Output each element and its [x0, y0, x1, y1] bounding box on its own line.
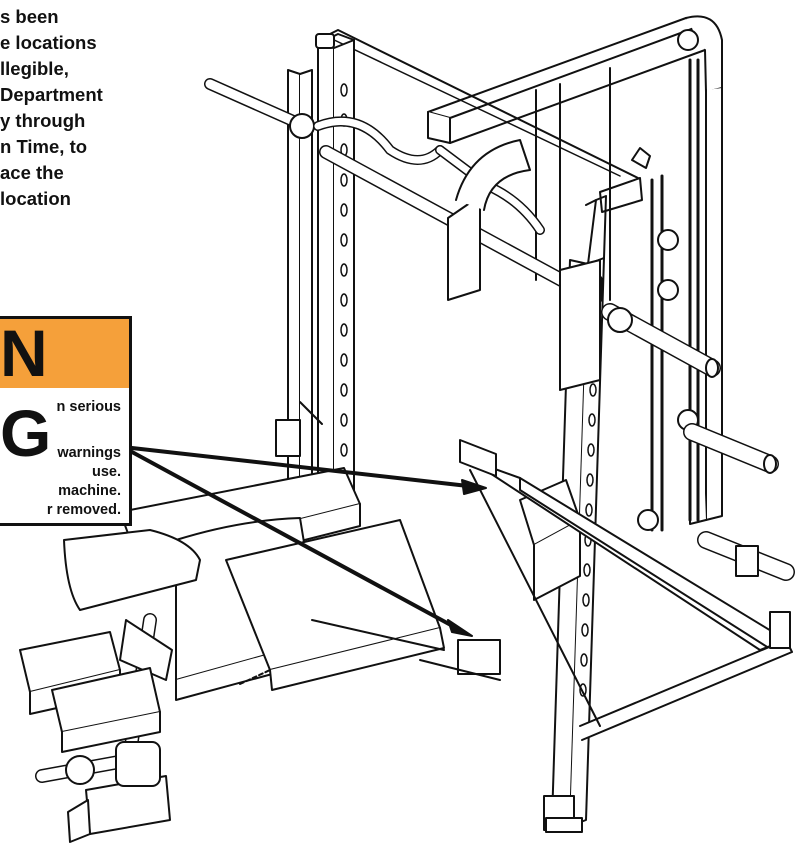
weight-bench: [19, 467, 501, 843]
intro-line-8: location: [0, 188, 71, 209]
left-rear-upright: [275, 69, 323, 485]
upper-bar: [204, 78, 545, 235]
intro-line-6: n Time, to: [0, 136, 88, 157]
warning-leader-lines: [130, 446, 487, 637]
warning-line-1: n serious: [56, 399, 121, 415]
intro-line-2: e locations: [0, 32, 97, 53]
intro-text: s been e locations llegible, Department …: [0, 4, 200, 212]
warning-label: N G n serious warnings use. machine. r r…: [0, 316, 132, 526]
back-pad: [447, 139, 601, 391]
intro-line-7: ace the: [0, 162, 64, 183]
base-frame: [457, 439, 793, 833]
intro-line-5: y through: [0, 110, 86, 131]
warning-line-4: machine.: [58, 483, 121, 499]
smith-bar: [319, 145, 721, 378]
left-upright: [315, 33, 355, 525]
intro-line-4: Department: [0, 84, 103, 105]
warning-heading: N G: [0, 316, 54, 470]
warning-line-5: r removed.: [46, 502, 121, 518]
intro-line-1: s been: [0, 6, 59, 27]
right-rear-upright: [631, 29, 723, 532]
warning-band: N G: [0, 316, 129, 470]
intro-line-3: llegible,: [0, 58, 69, 79]
warning-line-2: warnings: [57, 445, 121, 461]
lower-right-bar: [683, 423, 795, 581]
warning-line-3: use.: [91, 464, 121, 480]
